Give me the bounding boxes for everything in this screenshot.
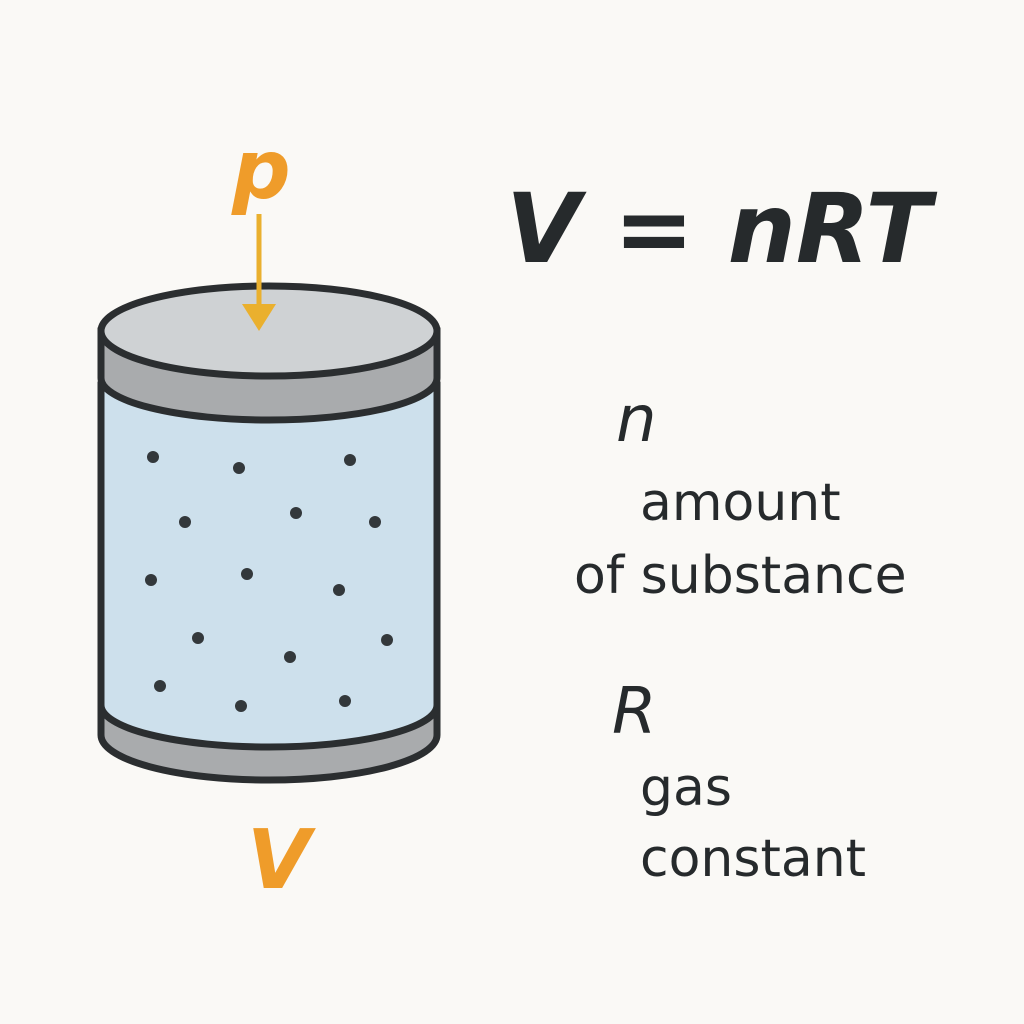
gas-particle: [284, 651, 296, 663]
gas-particle: [154, 680, 166, 692]
gas-particle: [381, 634, 393, 646]
gas-particle: [290, 507, 302, 519]
arrow-head-icon: [242, 304, 276, 331]
gas-particle: [192, 632, 204, 644]
equation: V = nRT: [506, 173, 938, 285]
cylinder: [97, 282, 441, 784]
gas-particle: [145, 574, 157, 586]
volume-label: V: [247, 813, 316, 908]
gas-particle: [235, 700, 247, 712]
n-description-line1: amount: [640, 473, 841, 533]
gas-particles: [145, 451, 393, 712]
r-description-line1: gas: [640, 758, 732, 818]
cylinder-lid-top: [97, 282, 441, 380]
gas-volume: [97, 381, 441, 751]
symbol-n: n: [616, 383, 657, 457]
gas-particle: [241, 568, 253, 580]
r-description-line2: constant: [640, 829, 866, 889]
gas-particle: [333, 584, 345, 596]
gas-particle: [339, 695, 351, 707]
gas-particle: [344, 454, 356, 466]
gas-particle: [369, 516, 381, 528]
gas-particle: [147, 451, 159, 463]
n-description-line2: of substance: [574, 546, 907, 606]
gas-particle: [233, 462, 245, 474]
gas-particle: [179, 516, 191, 528]
pressure-arrow: [242, 214, 276, 331]
pressure-label: p: [231, 123, 291, 218]
symbol-r: R: [612, 675, 656, 749]
